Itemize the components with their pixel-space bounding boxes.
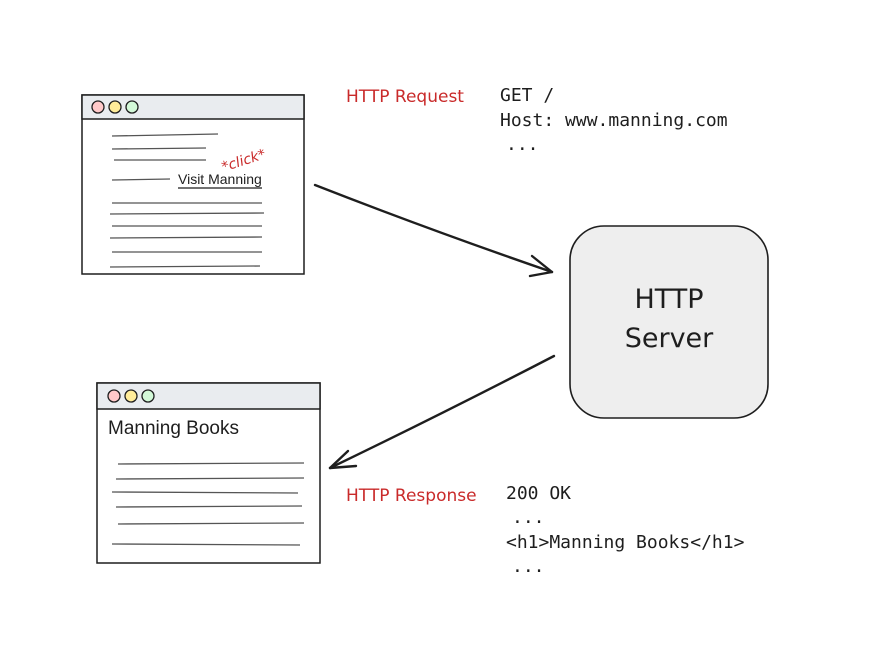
- arrow-head-icon: [328, 449, 358, 470]
- response-arrow: [328, 354, 556, 470]
- text-line: [115, 477, 305, 480]
- text-line: [115, 505, 303, 508]
- close-dot-icon: [91, 100, 105, 114]
- http-response-label: HTTP Response: [346, 486, 477, 506]
- page-heading: Manning Books: [108, 418, 239, 439]
- arrow-line: [313, 183, 554, 274]
- http-server-box: HTTP Server: [569, 225, 769, 419]
- response-line-more: ...: [512, 507, 545, 528]
- text-line: [111, 133, 219, 137]
- text-line: [109, 265, 261, 268]
- text-line: [117, 522, 305, 525]
- server-shape: [569, 225, 769, 419]
- browser-frame: [96, 382, 321, 564]
- text-line: [109, 212, 265, 215]
- arrow-line: [328, 354, 556, 470]
- placeholder-text-lines: [111, 462, 305, 546]
- request-body: GET / Host: www.manning.com ...: [500, 85, 728, 155]
- text-line: [111, 543, 301, 546]
- request-line-host: Host: www.manning.com: [500, 110, 728, 131]
- close-dot-icon: [107, 389, 121, 403]
- response-line-html: <h1>Manning Books</h1>: [506, 532, 745, 553]
- response-line-status: 200 OK: [506, 483, 571, 504]
- maximize-dot-icon: [125, 100, 139, 114]
- placeholder-text-lines: [109, 133, 265, 268]
- text-line: [109, 236, 263, 239]
- response-body: 200 OK ... <h1>Manning Books</h1> ...: [506, 483, 745, 577]
- request-line-method: GET /: [500, 85, 554, 106]
- maximize-dot-icon: [141, 389, 155, 403]
- browser-window-bottom: Manning Books: [96, 382, 321, 564]
- text-line: [117, 462, 305, 465]
- request-line-more: ...: [506, 134, 539, 155]
- arrow-head-icon: [528, 254, 554, 278]
- browser-window-top: Visit Manning *click*: [81, 94, 305, 275]
- visit-manning-link[interactable]: Visit Manning: [178, 171, 262, 187]
- server-label-line2: Server: [625, 323, 714, 354]
- response-line-more: ...: [512, 556, 545, 577]
- minimize-dot-icon: [124, 389, 138, 403]
- text-line: [111, 491, 299, 494]
- minimize-dot-icon: [108, 100, 122, 114]
- server-label-line1: HTTP: [634, 284, 703, 315]
- http-request-label: HTTP Request: [346, 87, 464, 107]
- browser-frame: [81, 94, 305, 275]
- text-line: [111, 178, 171, 181]
- text-line: [111, 147, 207, 150]
- request-arrow: [313, 183, 554, 278]
